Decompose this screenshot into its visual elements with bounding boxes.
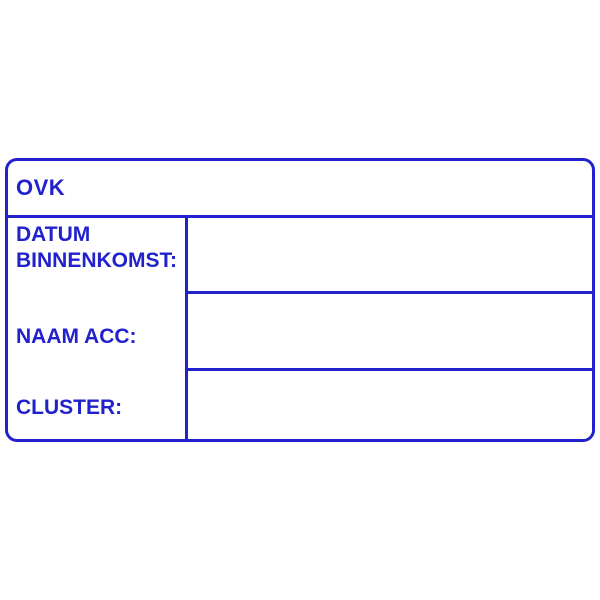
form-title: OVK (16, 175, 66, 200)
ovk-form: OVK DATUM BINNENKOMST: NAAM ACC: CLUSTER… (5, 158, 595, 442)
label-naam-acc: NAAM ACC: (8, 297, 185, 377)
label-datum-binnenkomst: DATUM BINNENKOMST: (8, 218, 185, 297)
cluster-field[interactable] (188, 371, 592, 439)
naam-acc-field[interactable] (188, 294, 592, 371)
datum-binnenkomst-field[interactable] (188, 218, 592, 294)
input-column (188, 218, 592, 439)
label-column: DATUM BINNENKOMST: NAAM ACC: CLUSTER: (8, 218, 188, 439)
form-body: DATUM BINNENKOMST: NAAM ACC: CLUSTER: (8, 218, 592, 439)
label-naam-acc-text: NAAM ACC: (16, 325, 137, 349)
label-cluster-text: CLUSTER: (16, 396, 123, 420)
label-datum-binnenkomst-text: DATUM BINNENKOMST: (16, 223, 177, 272)
form-header-row: OVK (8, 161, 592, 218)
label-cluster: CLUSTER: (8, 377, 185, 439)
